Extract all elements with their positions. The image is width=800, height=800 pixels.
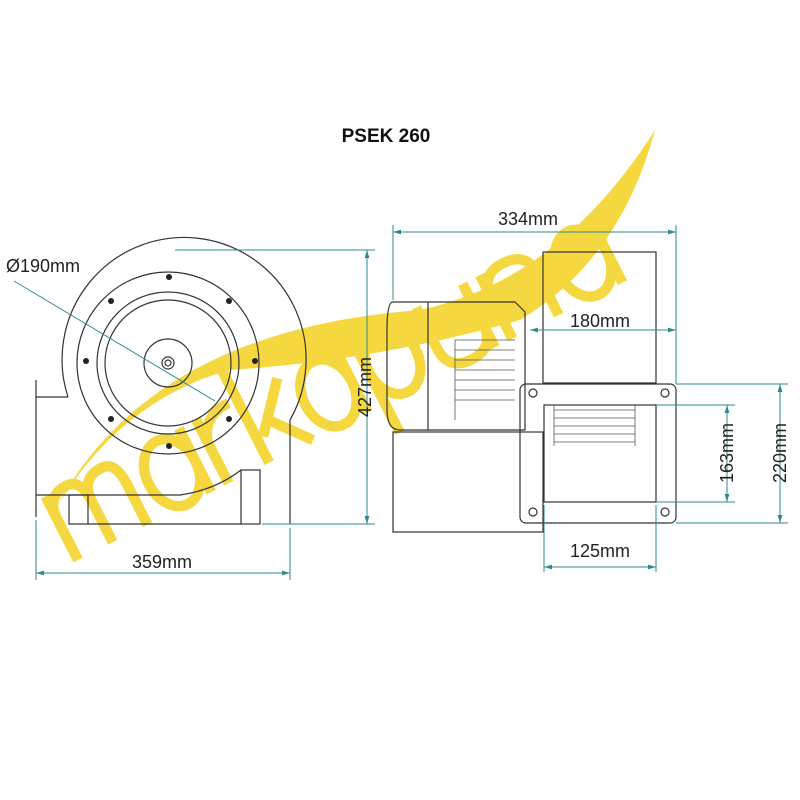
flange-holes	[528, 388, 670, 517]
housing-base	[392, 431, 544, 533]
bolt-holes	[83, 274, 258, 449]
motor-cover	[386, 301, 429, 431]
motor-fins	[454, 339, 515, 420]
foot-right	[240, 469, 261, 525]
foot-left	[68, 494, 89, 525]
impeller-blades	[553, 405, 636, 446]
scroll-housing	[61, 236, 307, 524]
depth-label: 334mm	[498, 209, 558, 229]
outlet-opening	[543, 404, 657, 503]
outlet-width-label: 125mm	[570, 541, 630, 561]
outlet-flange	[519, 383, 677, 524]
diameter-leader	[13, 280, 216, 402]
hub	[143, 338, 193, 388]
watermark	[40, 130, 655, 563]
motor-offset-label: 180mm	[570, 311, 630, 331]
housing-top	[542, 251, 657, 384]
side-view: 334mm 180mm 163mm 220mm 125mm	[386, 209, 790, 572]
outlet-inner-height-label: 163mm	[717, 423, 737, 483]
flange-height-label: 220mm	[770, 423, 790, 483]
diameter-label: Ø190mm	[6, 256, 80, 276]
page-title: PSEK 260	[342, 126, 431, 147]
height-label: 427mm	[355, 357, 375, 417]
width-label: 359mm	[132, 552, 192, 572]
front-view: Ø190mm 359mm 427mm	[6, 236, 375, 580]
watermark-swoosh	[55, 130, 655, 510]
inlet-ring	[76, 271, 260, 455]
